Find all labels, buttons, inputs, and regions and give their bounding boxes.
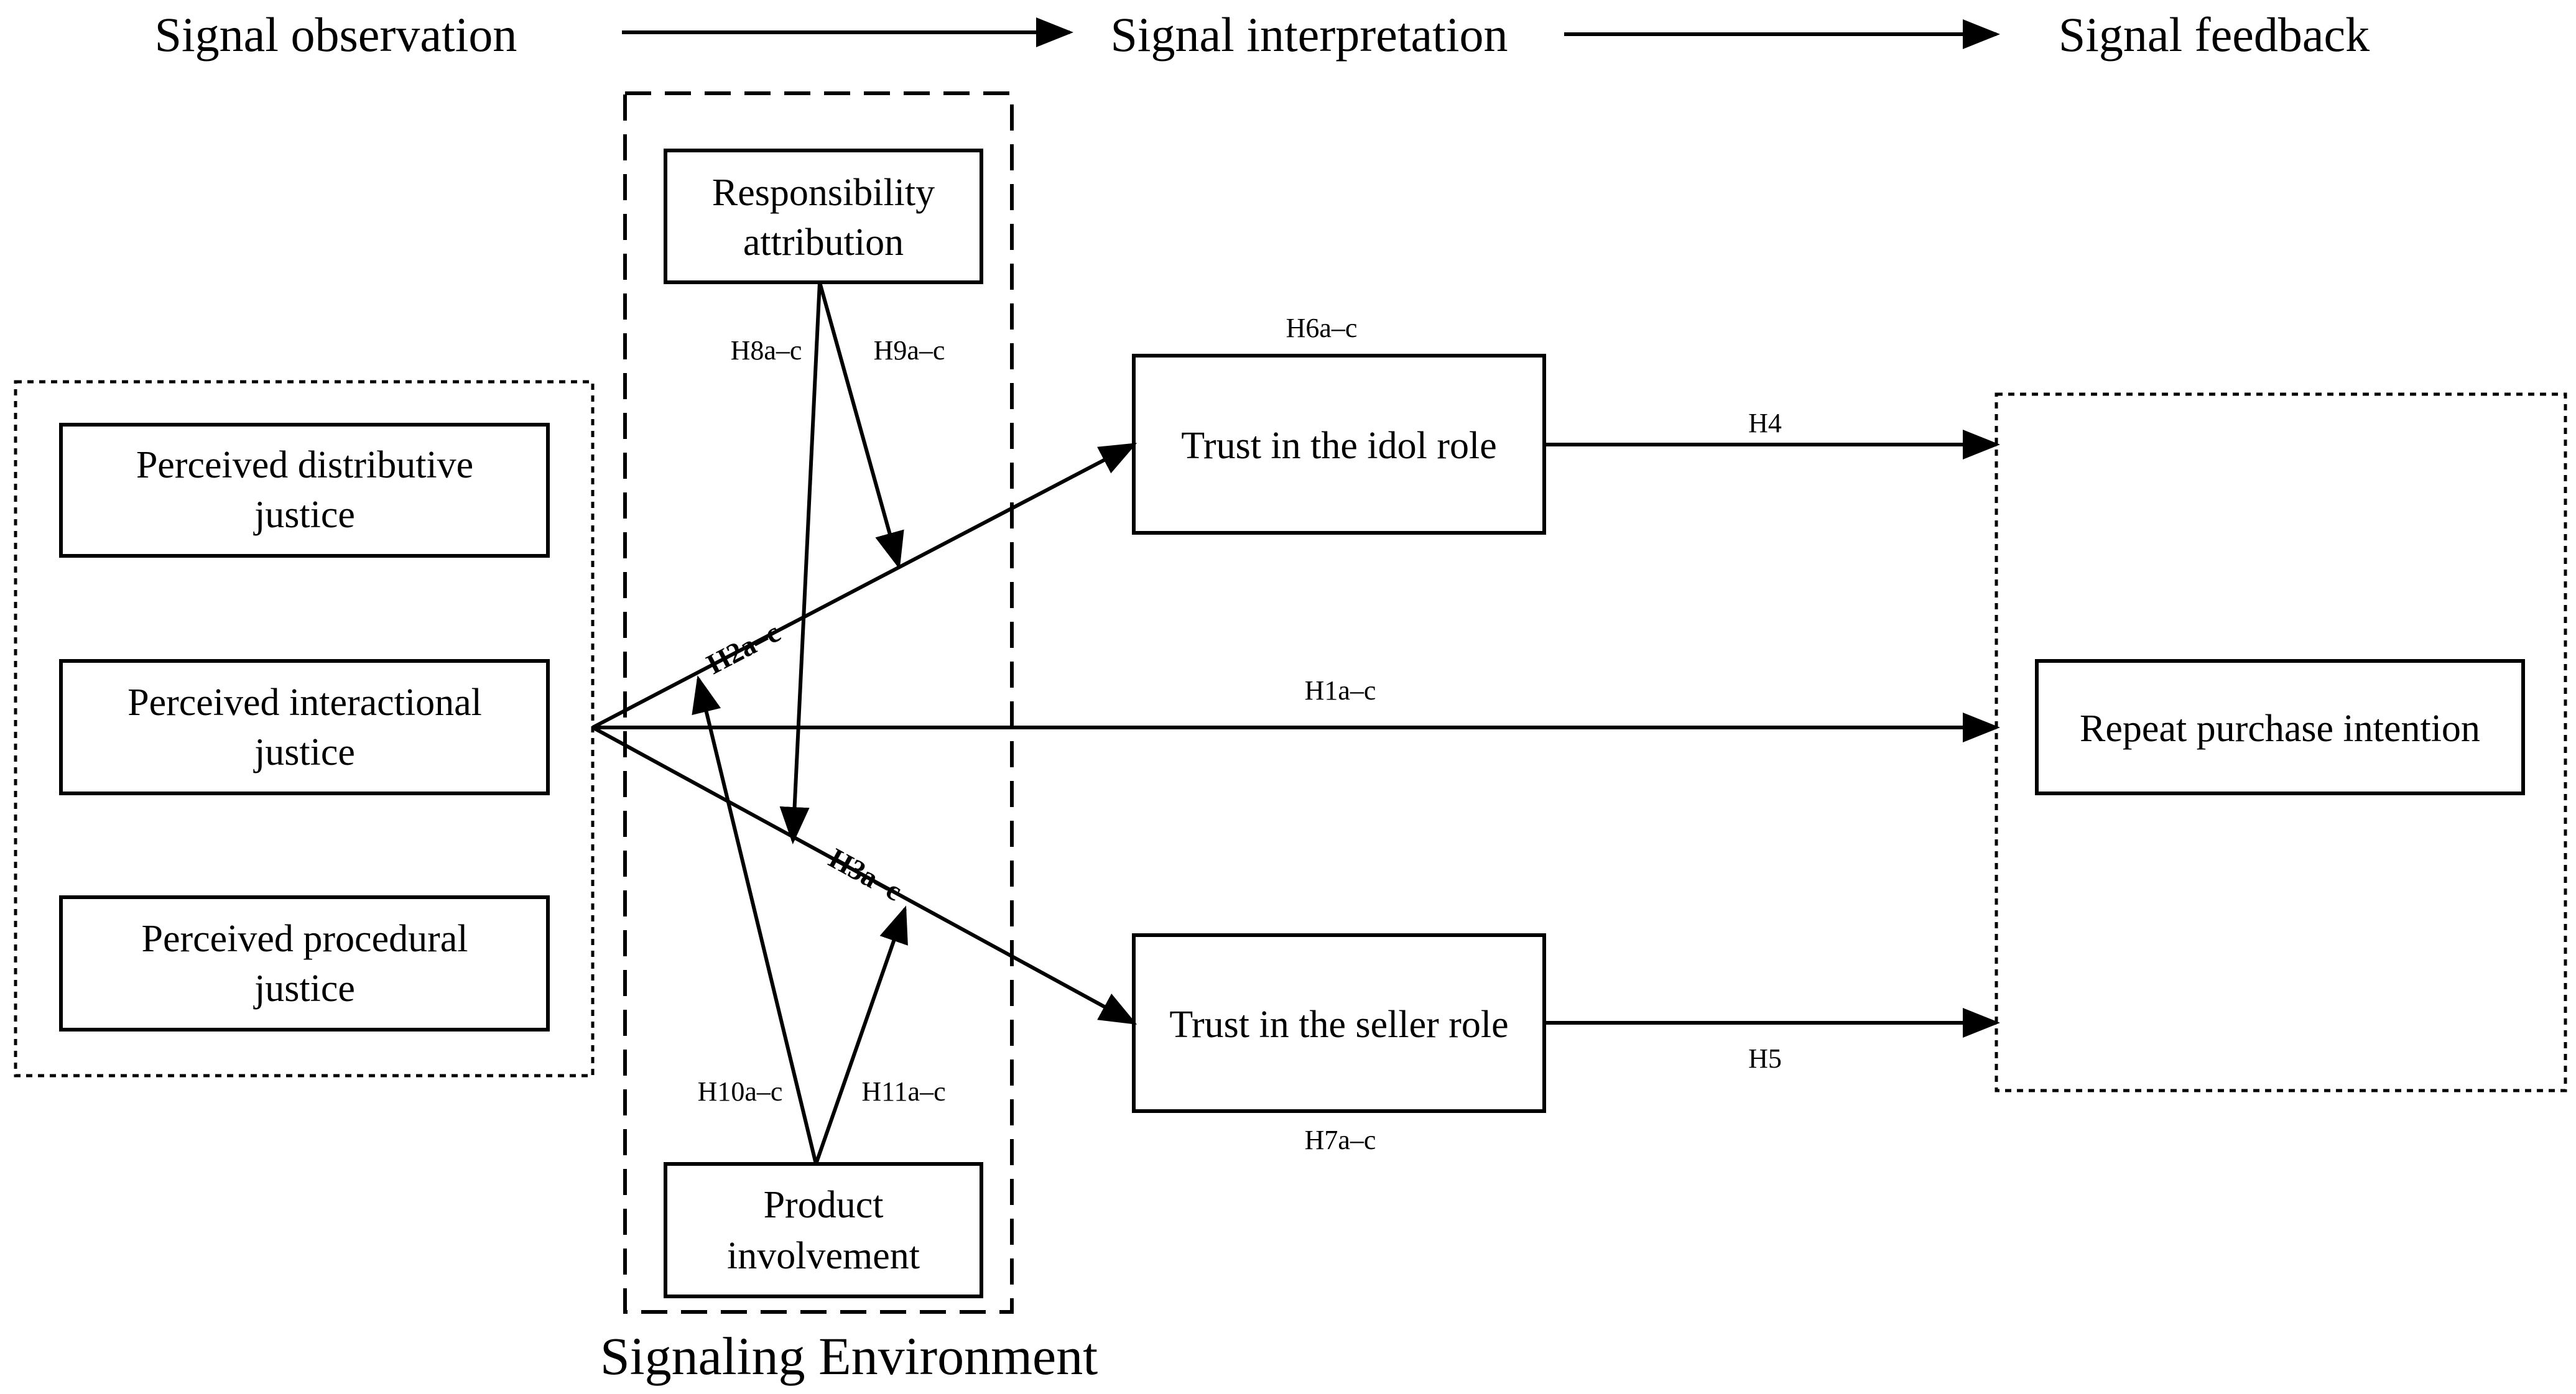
arrow-justice-to-trust-idol	[591, 443, 1137, 729]
arrow-responsibility-moderates-h2	[818, 282, 904, 570]
hypothesis-h3-label: H3a–c	[824, 842, 907, 907]
arrow-responsibility-moderates-h3	[779, 282, 822, 844]
hypothesis-h10-label: H10a–c	[698, 1076, 783, 1107]
hypothesis-h4-label: H4	[1748, 408, 1782, 438]
hypothesis-h8-label: H8a–c	[731, 335, 802, 366]
box-label-line2: justice	[253, 494, 355, 536]
box-label-line2: attribution	[743, 221, 904, 264]
box-perceived-interactional-justice: Perceived interactional justice	[59, 659, 550, 795]
box-label: Repeat purchase intention	[2080, 708, 2480, 750]
box-label-line1: Perceived procedural	[141, 918, 468, 960]
arrow-involvement-moderates-h2	[692, 675, 818, 1165]
hypothesis-h2-label: H2a–c	[702, 616, 785, 680]
hypothesis-h9-label: H9a–c	[874, 335, 945, 366]
box-label-line2: involvement	[727, 1235, 920, 1277]
arrow-justice-to-trust-seller	[591, 726, 1137, 1025]
box-label: Trust in the idol role	[1181, 425, 1497, 467]
hypothesis-h1-label: H1a–c	[1305, 675, 1376, 706]
arrow-involvement-moderates-h3	[814, 905, 908, 1165]
box-label-line2: justice	[253, 731, 355, 773]
hypothesis-h5-label: H5	[1748, 1043, 1782, 1074]
outcome-group-container	[1995, 392, 2567, 1092]
box-product-involvement: Product involvement	[664, 1162, 983, 1298]
hypothesis-h7-label: H7a–c	[1305, 1125, 1376, 1155]
hypothesis-h11-label: H11a–c	[861, 1076, 945, 1107]
box-perceived-distributive-justice: Perceived distributive justice	[59, 423, 550, 558]
box-responsibility-attribution: Responsibility attribution	[664, 149, 983, 284]
box-perceived-procedural-justice: Perceived procedural justice	[59, 895, 550, 1032]
box-trust-in-idol-role: Trust in the idol role	[1132, 354, 1546, 535]
box-label-line1: Responsibility	[712, 172, 935, 214]
stage-title-observation: Signal observation	[155, 7, 517, 62]
box-label-line1: Perceived distributive	[136, 444, 473, 486]
box-label-line1: Perceived interactional	[127, 681, 482, 724]
box-label: Trust in the seller role	[1169, 1004, 1508, 1046]
stage-title-interpretation: Signal interpretation	[1110, 7, 1508, 62]
box-label-line1: Product	[764, 1184, 884, 1226]
box-label-line2: justice	[253, 967, 355, 1010]
signaling-environment-container	[623, 91, 1014, 1314]
hypothesis-h6-label: H6a–c	[1286, 313, 1358, 343]
signaling-environment-label: Signaling Environment	[600, 1326, 1098, 1386]
box-trust-in-seller-role: Trust in the seller role	[1132, 933, 1546, 1113]
box-repeat-purchase-intention: Repeat purchase intention	[2035, 659, 2525, 795]
stage-title-feedback: Signal feedback	[2059, 7, 2370, 62]
